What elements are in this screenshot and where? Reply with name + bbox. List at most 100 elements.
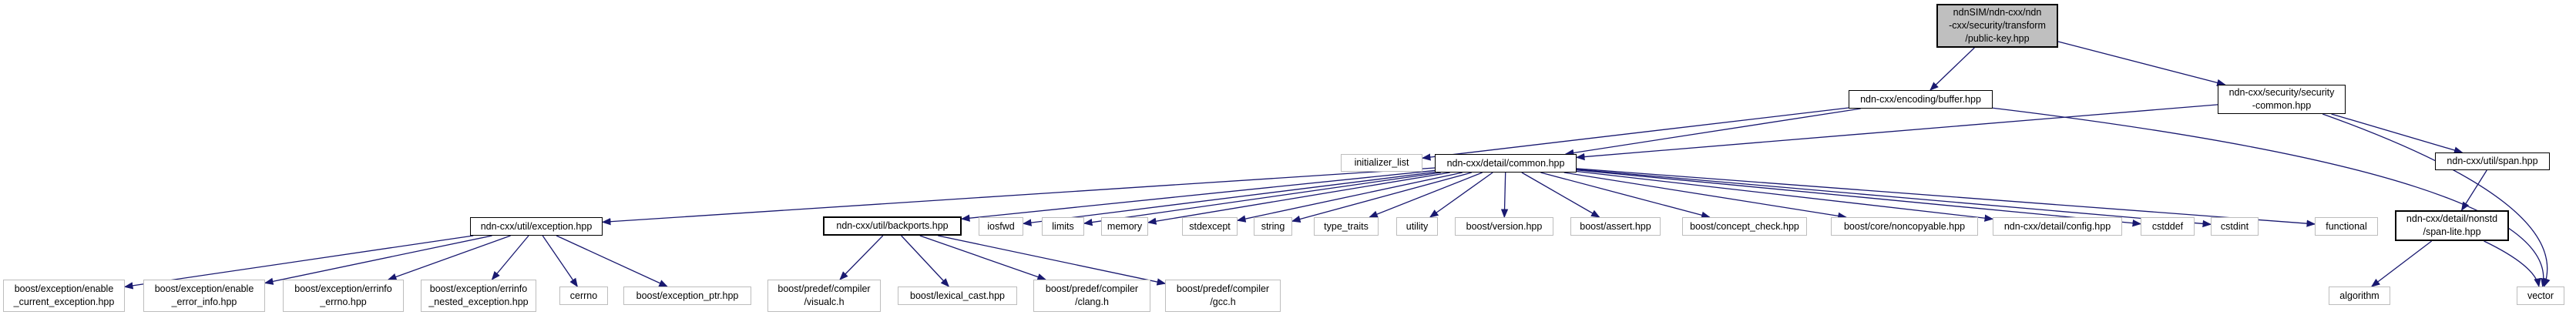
graph-node-buffer[interactable]: ndn-cxx/encoding/buffer.hpp — [1849, 90, 1993, 109]
graph-node-label: vector — [2527, 290, 2554, 301]
graph-node-label: boost/core/noncopyable.hpp — [1843, 220, 1966, 232]
edge-common-to-boost-version — [1500, 172, 1509, 219]
edge-common-to-boost-assert — [1521, 172, 1600, 218]
graph-node-label: /public-key.hpp — [1965, 33, 2030, 44]
graph-node-functional: functional — [2315, 217, 2378, 236]
graph-node-enable-error-info: boost/exception/enable _error_info.hpp — [143, 280, 265, 312]
graph-node-enable-current-exception: boost/exception/enable_current_exception… — [3, 280, 125, 312]
graph-node-label: -cxx/security/transform — [1949, 20, 2046, 31]
edge-span-lite-to-algorithm — [2370, 240, 2433, 287]
graph-node-vector: vector — [2517, 287, 2564, 305]
graph-node-label: ndn-cxx/util/exception.hpp — [480, 220, 593, 232]
graph-node-predef-visualc: boost/predef/compiler/visualc.h — [767, 280, 881, 312]
graph-node-label: /clang.h — [1075, 297, 1109, 307]
graph-node-label: limits — [1052, 220, 1074, 232]
edge-public-key-to-buffer — [1929, 47, 1975, 91]
edge-exception-to-enable-error-info — [264, 235, 492, 285]
graph-node-errinfo-nested-exception: boost/exception/errinfo _nested_exception… — [421, 280, 536, 312]
graph-node-boost-assert: boost/assert.hpp — [1570, 217, 1661, 236]
graph-node-label: boost/exception/enable — [14, 283, 114, 294]
graph-node-label: ndn-cxx/detail/config.hpp — [2003, 220, 2111, 232]
graph-node-boost-version: boost/version.hpp — [1455, 217, 1553, 236]
edge-exception-to-enable-current-exception — [123, 235, 474, 290]
graph-node-label: ndn-cxx/security/security — [2228, 87, 2335, 98]
graph-node-label: boost/exception/errinfo — [294, 283, 392, 294]
graph-node-label: boost/exception/errinfo — [429, 283, 528, 294]
graph-node-cerrno: cerrno — [559, 287, 608, 305]
graph-node-backports[interactable]: ndn-cxx/util/backports.hpp — [823, 216, 962, 236]
edge-backports-to-boost-lexical-cast — [901, 235, 950, 287]
graph-node-utility: utility — [1396, 217, 1438, 236]
graph-node-iosfwd: iosfwd — [979, 217, 1023, 236]
graph-node-boost-noncopyable: boost/core/noncopyable.hpp — [1831, 217, 1978, 236]
graph-node-label: /gcc.h — [1210, 297, 1236, 307]
edge-public-key-to-security-common — [2057, 41, 2226, 86]
edge-common-to-functional — [1576, 168, 2316, 227]
graph-node-common[interactable]: ndn-cxx/detail/common.hpp — [1435, 154, 1577, 173]
edge-common-to-cstdint — [1576, 169, 2212, 228]
graph-node-label: type_traits — [1324, 220, 1369, 232]
graph-node-exception[interactable]: ndn-cxx/util/exception.hpp — [470, 217, 603, 236]
edge-exception-to-errinfo-errno — [387, 235, 511, 280]
graph-node-span-lite[interactable]: ndn-cxx/detail/nonstd/span-lite.hpp — [2395, 210, 2509, 241]
graph-node-string: string — [1254, 217, 1292, 236]
edge-backports-to-predef-clang — [919, 235, 1047, 280]
graph-node-predef-clang: boost/predef/compiler/clang.h — [1033, 280, 1150, 312]
edge-security-common-to-vector — [2322, 113, 2551, 288]
edge-common-to-type-traits — [1369, 172, 1483, 218]
edge-common-to-utility — [1429, 172, 1493, 218]
graph-node-cstddef: cstddef — [2141, 217, 2195, 236]
edge-common-to-backports — [960, 169, 1436, 222]
graph-node-security-common[interactable]: ndn-cxx/security/security -common.hpp — [2218, 85, 2346, 114]
graph-node-label: -common.hpp — [2252, 100, 2312, 111]
graph-node-label: ndn-cxx/util/backports.hpp — [836, 220, 949, 231]
edge-common-to-stdexcept — [1236, 172, 1463, 223]
graph-node-label: boost/predef/compiler — [778, 283, 871, 294]
graph-node-label: boost/predef/compiler — [1176, 283, 1270, 294]
graph-node-label: iosfwd — [987, 220, 1015, 232]
graph-node-label: _error_info.hpp — [171, 297, 237, 307]
edge-common-to-cstddef — [1576, 169, 2142, 227]
graph-node-label: _errno.hpp — [320, 297, 367, 307]
edge-exception-to-cerrno — [542, 235, 578, 287]
graph-node-label: functional — [2326, 220, 2367, 232]
graph-node-errinfo-errno: boost/exception/errinfo _errno.hpp — [283, 280, 404, 312]
graph-node-label: ndn-cxx/detail/nonstd — [2406, 213, 2498, 224]
graph-node-stdexcept: stdexcept — [1182, 217, 1238, 236]
graph-node-label: boost/concept_check.hpp — [1690, 220, 1799, 232]
graph-node-memory: memory — [1101, 217, 1148, 236]
edge-backports-to-predef-gcc — [938, 235, 1167, 286]
edge-security-common-to-span — [2331, 113, 2463, 154]
graph-node-span[interactable]: ndn-cxx/util/span.hpp — [2435, 152, 2550, 170]
graph-node-label: utility — [1406, 220, 1429, 232]
graph-node-boost-concept-check: boost/concept_check.hpp — [1682, 217, 1807, 236]
edge-common-to-limits — [1083, 172, 1442, 226]
edge-common-to-boost-concept-check — [1540, 172, 1711, 219]
graph-node-label: cstdint — [2220, 220, 2249, 232]
edge-common-to-exception — [601, 167, 1436, 226]
graph-node-label: initializer_list — [1354, 157, 1409, 168]
edge-buffer-to-common — [1564, 108, 1861, 157]
edge-common-to-memory — [1147, 172, 1450, 225]
graph-node-type-traits: type_traits — [1314, 217, 1379, 236]
graph-node-label: boost/exception/enable — [154, 283, 254, 294]
graph-node-label: cerrno — [569, 290, 598, 301]
graph-node-label: boost/version.hpp — [1466, 220, 1543, 232]
graph-node-label: stdexcept — [1189, 220, 1231, 232]
graph-node-limits: limits — [1042, 217, 1084, 236]
edge-span-lite-to-vector — [2484, 240, 2541, 288]
graph-node-label: /visualc.h — [804, 297, 845, 307]
graph-node-boost-lexical-cast: boost/lexical_cast.hpp — [898, 287, 1017, 305]
edge-security-common-to-common — [1575, 104, 2218, 161]
graph-node-algorithm: algorithm — [2329, 287, 2390, 305]
graph-node-label: _nested_exception.hpp — [428, 297, 529, 307]
graph-node-label: memory — [1107, 220, 1143, 232]
graph-node-label: boost/assert.hpp — [1580, 220, 1651, 232]
graph-node-label: cstddef — [2151, 220, 2184, 232]
graph-node-label: boost/exception_ptr.hpp — [636, 290, 739, 301]
edge-common-to-config — [1576, 170, 1994, 222]
edge-buffer-to-vector — [1992, 107, 2548, 288]
graph-node-label: ndn-cxx/util/span.hpp — [2447, 156, 2538, 166]
